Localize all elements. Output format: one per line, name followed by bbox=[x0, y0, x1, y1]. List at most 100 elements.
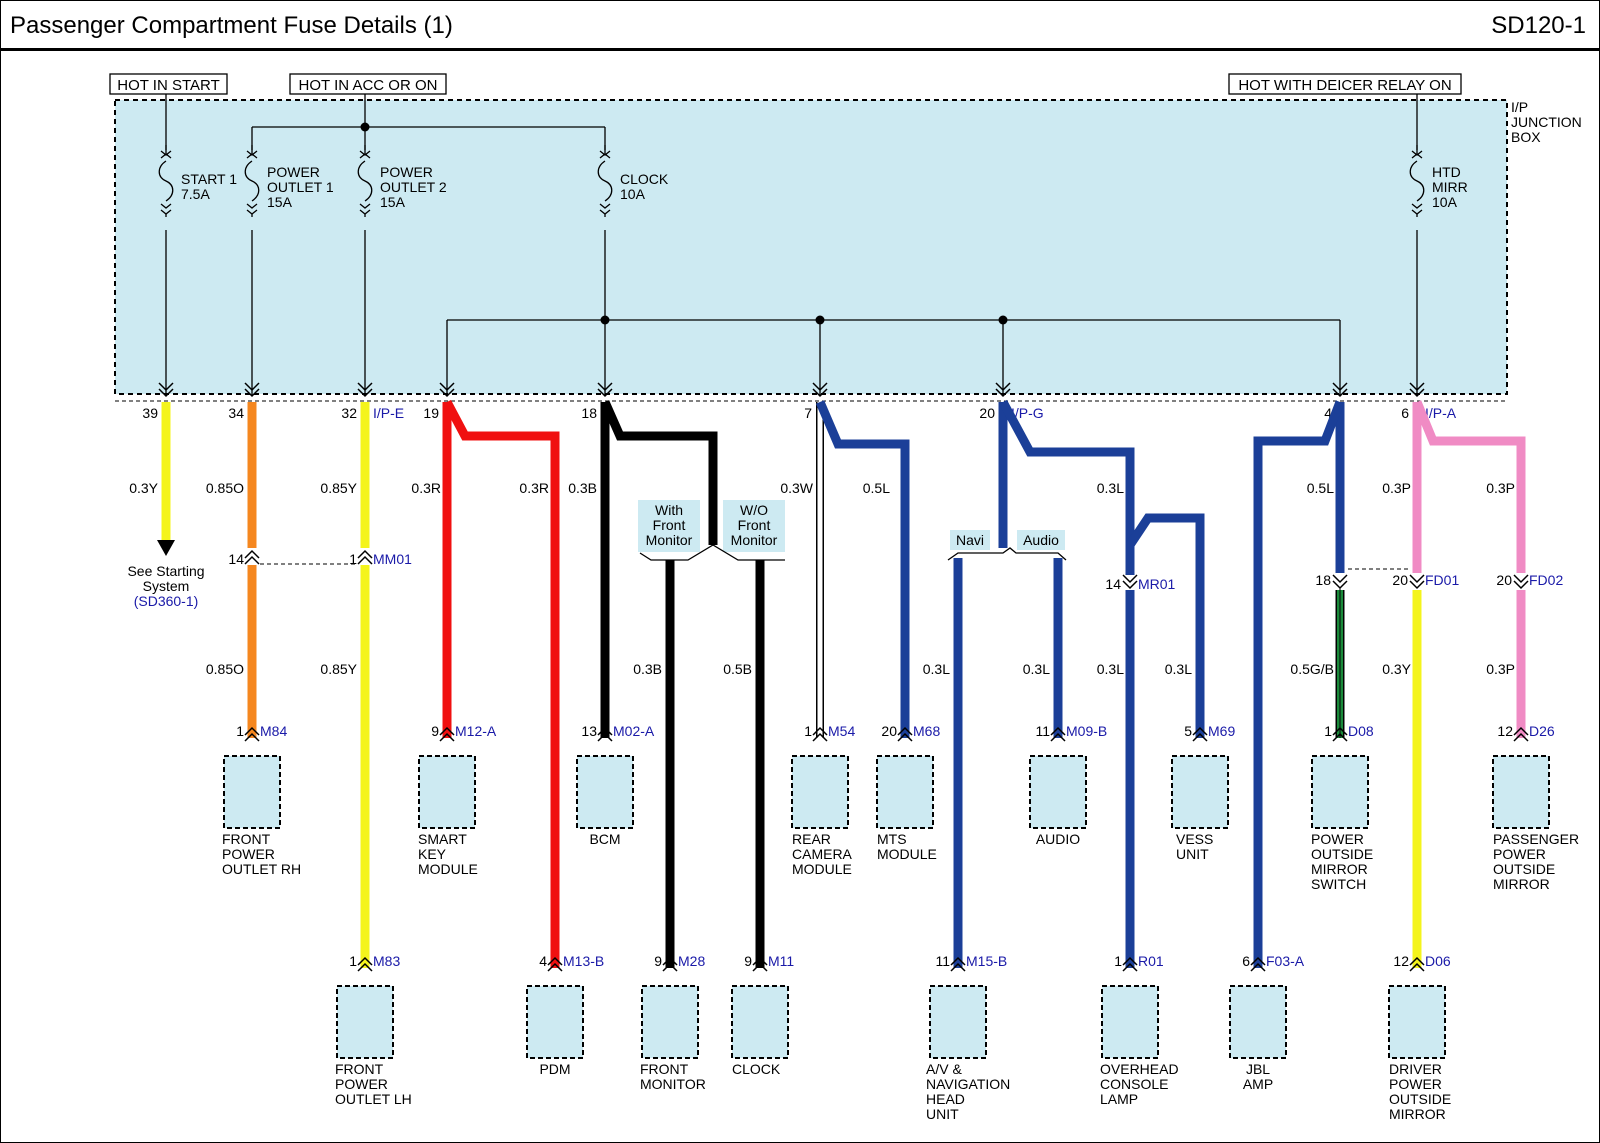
wire-pass-mirror-feed bbox=[1412, 400, 1526, 573]
jb-pin-chevron bbox=[439, 388, 455, 398]
inline-connector-id: FD02 bbox=[1529, 572, 1563, 588]
fuse-term2 bbox=[1411, 153, 1423, 159]
jb-pin-number: 32 bbox=[341, 405, 357, 421]
fuse-label: OUTLET 2 bbox=[380, 179, 447, 195]
wire-spec-label: 0.3Y bbox=[1382, 661, 1411, 677]
fuse-term bbox=[160, 150, 172, 156]
component-name: MIRROR bbox=[1389, 1106, 1446, 1122]
component-name: LAMP bbox=[1100, 1091, 1138, 1107]
junction-box-label: I/P bbox=[1511, 99, 1528, 115]
jb-pin-chevron-2 bbox=[1409, 382, 1425, 392]
jb-pin-chevron bbox=[357, 388, 373, 398]
wire-jbl bbox=[1253, 400, 1345, 968]
component-name: KEY bbox=[418, 846, 447, 862]
inline-connector-chevron bbox=[1122, 580, 1138, 590]
component-connector-id: R01 bbox=[1138, 953, 1164, 969]
component-name: CLOCK bbox=[732, 1061, 781, 1077]
component-pin-chevron-2 bbox=[1250, 962, 1266, 972]
component-pin-number: 12 bbox=[1393, 953, 1409, 969]
component-pin-chevron bbox=[1409, 956, 1425, 966]
component-name: FRONT bbox=[335, 1061, 384, 1077]
jb-pin-chevron bbox=[597, 388, 613, 398]
option-label-bg bbox=[950, 530, 990, 550]
jb-pin-number: 7 bbox=[804, 405, 812, 421]
component-connector-id: M84 bbox=[260, 723, 287, 739]
component-connector-id: D08 bbox=[1348, 723, 1374, 739]
component-pin-chevron-2 bbox=[1192, 732, 1208, 742]
component-name: POWER bbox=[222, 846, 275, 862]
component-connector-id: M09-B bbox=[1066, 723, 1107, 739]
source-label: HOT WITH DEICER RELAY ON bbox=[1238, 77, 1451, 94]
jb-pin-chevron-2 bbox=[158, 382, 174, 392]
component-pin-number: 4 bbox=[539, 953, 547, 969]
fuse-label: START 1 bbox=[181, 171, 237, 187]
component-pin-number: 1 bbox=[1324, 723, 1332, 739]
component-pin-chevron bbox=[812, 726, 828, 736]
fuse-label: HTD bbox=[1432, 164, 1461, 180]
component-box bbox=[731, 985, 789, 1059]
component-connector-id: M15-B bbox=[966, 953, 1007, 969]
option-label: Navi bbox=[956, 532, 984, 548]
option-label: Monitor bbox=[731, 532, 778, 548]
fuse-label: 10A bbox=[1432, 194, 1458, 210]
jb-pin-chevron bbox=[1409, 388, 1425, 398]
component-name: OUTSIDE bbox=[1389, 1091, 1451, 1107]
component-name: MTS bbox=[877, 831, 907, 847]
component-name: MODULE bbox=[877, 846, 937, 862]
wire-spec-label: 0.3W bbox=[780, 480, 813, 496]
component-pin-chevron bbox=[1332, 726, 1348, 736]
component-pin-number: 5 bbox=[1184, 723, 1192, 739]
component-name: POWER bbox=[1311, 831, 1364, 847]
component-pin-number: 6 bbox=[1242, 953, 1250, 969]
junction-box-label: JUNCTION bbox=[1511, 114, 1582, 130]
component-pin-chevron-2 bbox=[662, 962, 678, 972]
jb-pin-number: 19 bbox=[423, 405, 439, 421]
jb-pin-chevron bbox=[812, 388, 828, 398]
fuse-term2 bbox=[599, 153, 611, 159]
inline-connector-chevron bbox=[1332, 580, 1348, 590]
option-label: Monitor bbox=[646, 532, 693, 548]
fuse-label: OUTLET 1 bbox=[267, 179, 334, 195]
component-box bbox=[576, 755, 634, 829]
component-box bbox=[1492, 755, 1550, 829]
wire-overhead-feed bbox=[999, 399, 1135, 573]
component-connector-id: M54 bbox=[828, 723, 855, 739]
component-name: OVERHEAD bbox=[1100, 1061, 1179, 1077]
jb-pin-chevron bbox=[1332, 388, 1348, 398]
jb-pin-chevron bbox=[995, 388, 1011, 398]
component-pin-chevron bbox=[439, 726, 455, 736]
component-name: SWITCH bbox=[1311, 876, 1366, 892]
component-pin-chevron bbox=[1513, 726, 1529, 736]
arrow-down bbox=[157, 540, 175, 556]
inline-connector-chevron-2 bbox=[357, 555, 373, 565]
component-name: A/V & bbox=[926, 1061, 962, 1077]
component-pin-chevron-2 bbox=[950, 962, 966, 972]
wire-spec-label: 0.3L bbox=[1097, 661, 1124, 677]
reference-label: System bbox=[143, 578, 190, 594]
component-name: FRONT bbox=[222, 831, 271, 847]
fuse-label: MIRR bbox=[1432, 179, 1468, 195]
component-box bbox=[526, 985, 584, 1059]
wire-spec-label: 0.3L bbox=[1023, 661, 1050, 677]
component-box bbox=[929, 985, 987, 1059]
component-name: VESS bbox=[1176, 831, 1213, 847]
component-pin-chevron bbox=[1192, 726, 1208, 736]
reference-label: See Starting bbox=[127, 563, 204, 579]
inline-pin-number: 14 bbox=[228, 551, 244, 567]
fuse-term bbox=[246, 150, 258, 156]
inline-connector-chevron-2 bbox=[244, 555, 260, 565]
component-pin-chevron-2 bbox=[439, 732, 455, 742]
component-pin-chevron-2 bbox=[547, 962, 563, 972]
fuse-label: POWER bbox=[267, 164, 320, 180]
fuse-bg bbox=[158, 150, 174, 230]
wire-mts bbox=[815, 400, 910, 738]
option-split-line bbox=[947, 547, 1067, 561]
component-pin-chevron-2 bbox=[1332, 732, 1348, 742]
wire-monitor-branch bbox=[600, 400, 718, 545]
component-name: MODULE bbox=[792, 861, 852, 877]
inline-pin-number: 18 bbox=[1315, 572, 1331, 588]
component-pin-chevron bbox=[1050, 726, 1066, 736]
inline-connector-chevron bbox=[244, 549, 260, 559]
component-pin-chevron-2 bbox=[1409, 962, 1425, 972]
